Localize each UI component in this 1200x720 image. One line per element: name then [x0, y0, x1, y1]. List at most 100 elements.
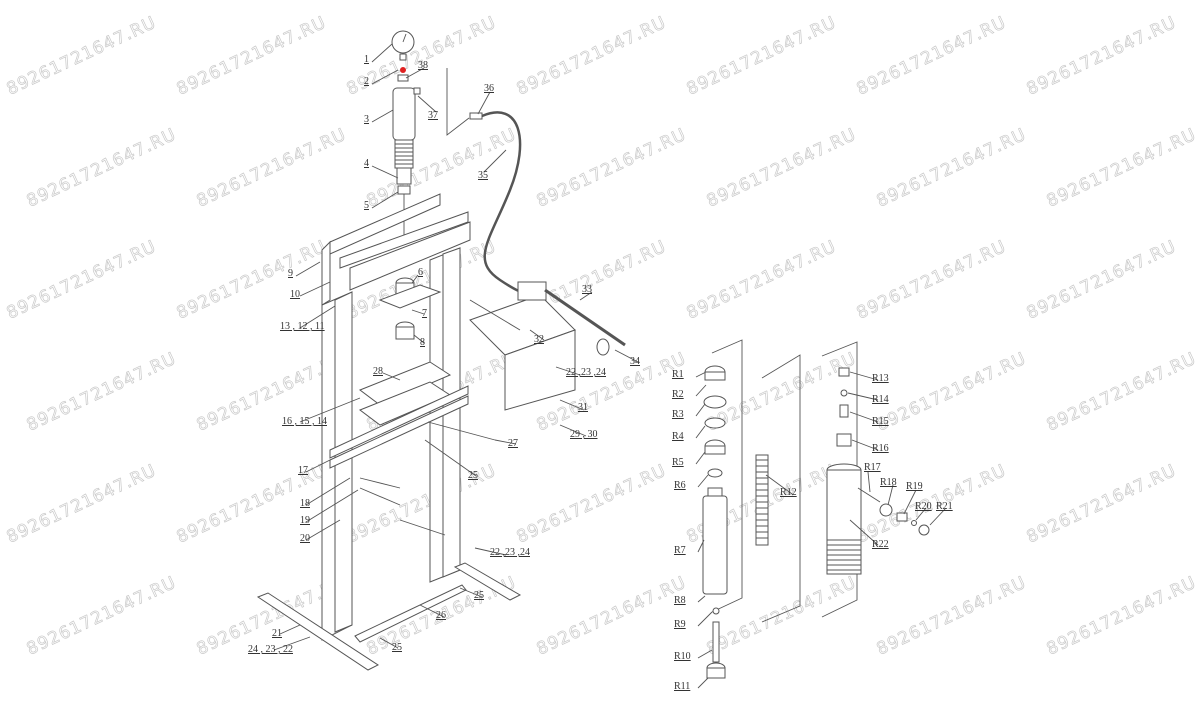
watermark-text: 89261721647.RU: [4, 13, 160, 100]
label-4: 4: [364, 158, 369, 169]
feet: [256, 519, 522, 671]
label-29-30: 29 , 30: [570, 429, 598, 440]
label-R20: R20: [915, 501, 932, 512]
label-2: 2: [364, 76, 369, 87]
label-21: 21: [272, 628, 282, 639]
gauge: [391, 30, 415, 73]
label-R21: R21: [936, 501, 953, 512]
leader-lines: [273, 43, 947, 689]
label-R12: R12: [780, 487, 797, 498]
label-25-a: 25: [468, 470, 478, 481]
label-16-15-14: 16 , 15 , 14: [282, 416, 327, 427]
watermark-text: 89261721647.RU: [174, 237, 330, 324]
label-38: 38: [418, 60, 428, 71]
label-32: 32: [534, 334, 544, 345]
label-R8: R8: [674, 595, 686, 606]
label-1: 1: [364, 54, 369, 65]
watermark-text: 89261721647.RU: [514, 461, 670, 548]
label-28: 28: [373, 366, 383, 377]
watermark-text: 89261721647.RU: [854, 237, 1010, 324]
label-13-12-11: 13 , 12 , 11: [280, 321, 325, 332]
watermark-text: 89261721647.RU: [1024, 461, 1180, 548]
label-R18: R18: [880, 477, 897, 488]
label-20: 20: [300, 533, 310, 544]
label-R7: R7: [674, 545, 686, 556]
ram-heads: [378, 277, 442, 340]
watermark-text: 89261721647.RU: [874, 573, 1030, 660]
watermark-text: 89261721647.RU: [874, 349, 1030, 436]
label-5: 5: [364, 200, 369, 211]
label-25-b: 25: [474, 590, 484, 601]
label-R16: R16: [872, 443, 889, 454]
label-R11: R11: [674, 681, 690, 692]
label-37: 37: [428, 110, 438, 121]
label-R19: R19: [906, 481, 923, 492]
watermark-text: 89261721647.RU: [854, 13, 1010, 100]
label-27: 27: [508, 438, 518, 449]
label-R10: R10: [674, 651, 691, 662]
watermark-text: 89261721647.RU: [24, 125, 180, 212]
watermark-text: 89261721647.RU: [24, 349, 180, 436]
watermark-text: 89261721647.RU: [684, 13, 840, 100]
watermark-text: 89261721647.RU: [1044, 125, 1200, 212]
watermark-text: 89261721647.RU: [534, 125, 690, 212]
watermark-text: 89261721647.RU: [704, 349, 860, 436]
label-33: 33: [582, 284, 592, 295]
label-10: 10: [290, 289, 300, 300]
label-36: 36: [484, 83, 494, 94]
label-7: 7: [422, 308, 427, 319]
cylinder-parts-right: [821, 341, 930, 618]
watermark-text: 89261721647.RU: [874, 125, 1030, 212]
watermark-text: 89261721647.RU: [4, 237, 160, 324]
label-6: 6: [418, 267, 423, 278]
label-35: 35: [478, 170, 488, 181]
label-R14: R14: [872, 394, 889, 405]
hose: [446, 68, 531, 297]
label-3: 3: [364, 114, 369, 125]
watermark-text: 89261721647.RU: [514, 13, 670, 100]
watermark-text: 89261721647.RU: [194, 125, 350, 212]
seal-highlight: [400, 67, 406, 73]
watermark-text: 89261721647.RU: [4, 461, 160, 548]
label-R1: R1: [672, 369, 684, 380]
label-22-23-24-b: 22 ,23 ,24: [490, 547, 530, 558]
hand-pump: [469, 281, 626, 411]
label-R4: R4: [672, 431, 684, 442]
label-R22: R22: [872, 539, 889, 550]
label-25-c: 25: [392, 642, 402, 653]
watermark-text: 89261721647.RU: [174, 13, 330, 100]
part-labels: 1 2 38 37 36 3 4 35 5 9 10 6 7 8 13 , 12…: [248, 54, 953, 692]
watermark-text: 89261721647.RU: [534, 573, 690, 660]
cylinder-parts-left: [702, 339, 743, 679]
watermark-text: 89261721647.RU: [684, 237, 840, 324]
spring: [755, 354, 801, 623]
main-cylinder: [392, 74, 421, 245]
label-9: 9: [288, 268, 293, 279]
top-beams: [321, 193, 471, 306]
watermark-text: 89261721647.RU: [1044, 349, 1200, 436]
watermark-text: 89261721647.RU: [704, 125, 860, 212]
label-34: 34: [630, 356, 640, 367]
label-26: 26: [436, 610, 446, 621]
label-R3: R3: [672, 409, 684, 420]
label-22-23-24-a: 22 ,23 ,24: [566, 367, 606, 378]
label-19: 19: [300, 515, 310, 526]
label-R17: R17: [864, 462, 881, 473]
label-R13: R13: [872, 373, 889, 384]
label-R9: R9: [674, 619, 686, 630]
watermark-text: 89261721647.RU: [1044, 573, 1200, 660]
bolster-bed: [329, 361, 496, 506]
label-R6: R6: [674, 480, 686, 491]
watermark-text: 89261721647.RU: [1024, 237, 1180, 324]
label-17: 17: [298, 465, 308, 476]
watermark-text: 89261721647.RU: [24, 573, 180, 660]
label-R15: R15: [872, 416, 889, 427]
label-18: 18: [300, 498, 310, 509]
label-24-23-22: 24 , 23 , 22: [248, 644, 293, 655]
label-R5: R5: [672, 457, 684, 468]
label-R2: R2: [672, 389, 684, 400]
label-31: 31: [578, 402, 588, 413]
